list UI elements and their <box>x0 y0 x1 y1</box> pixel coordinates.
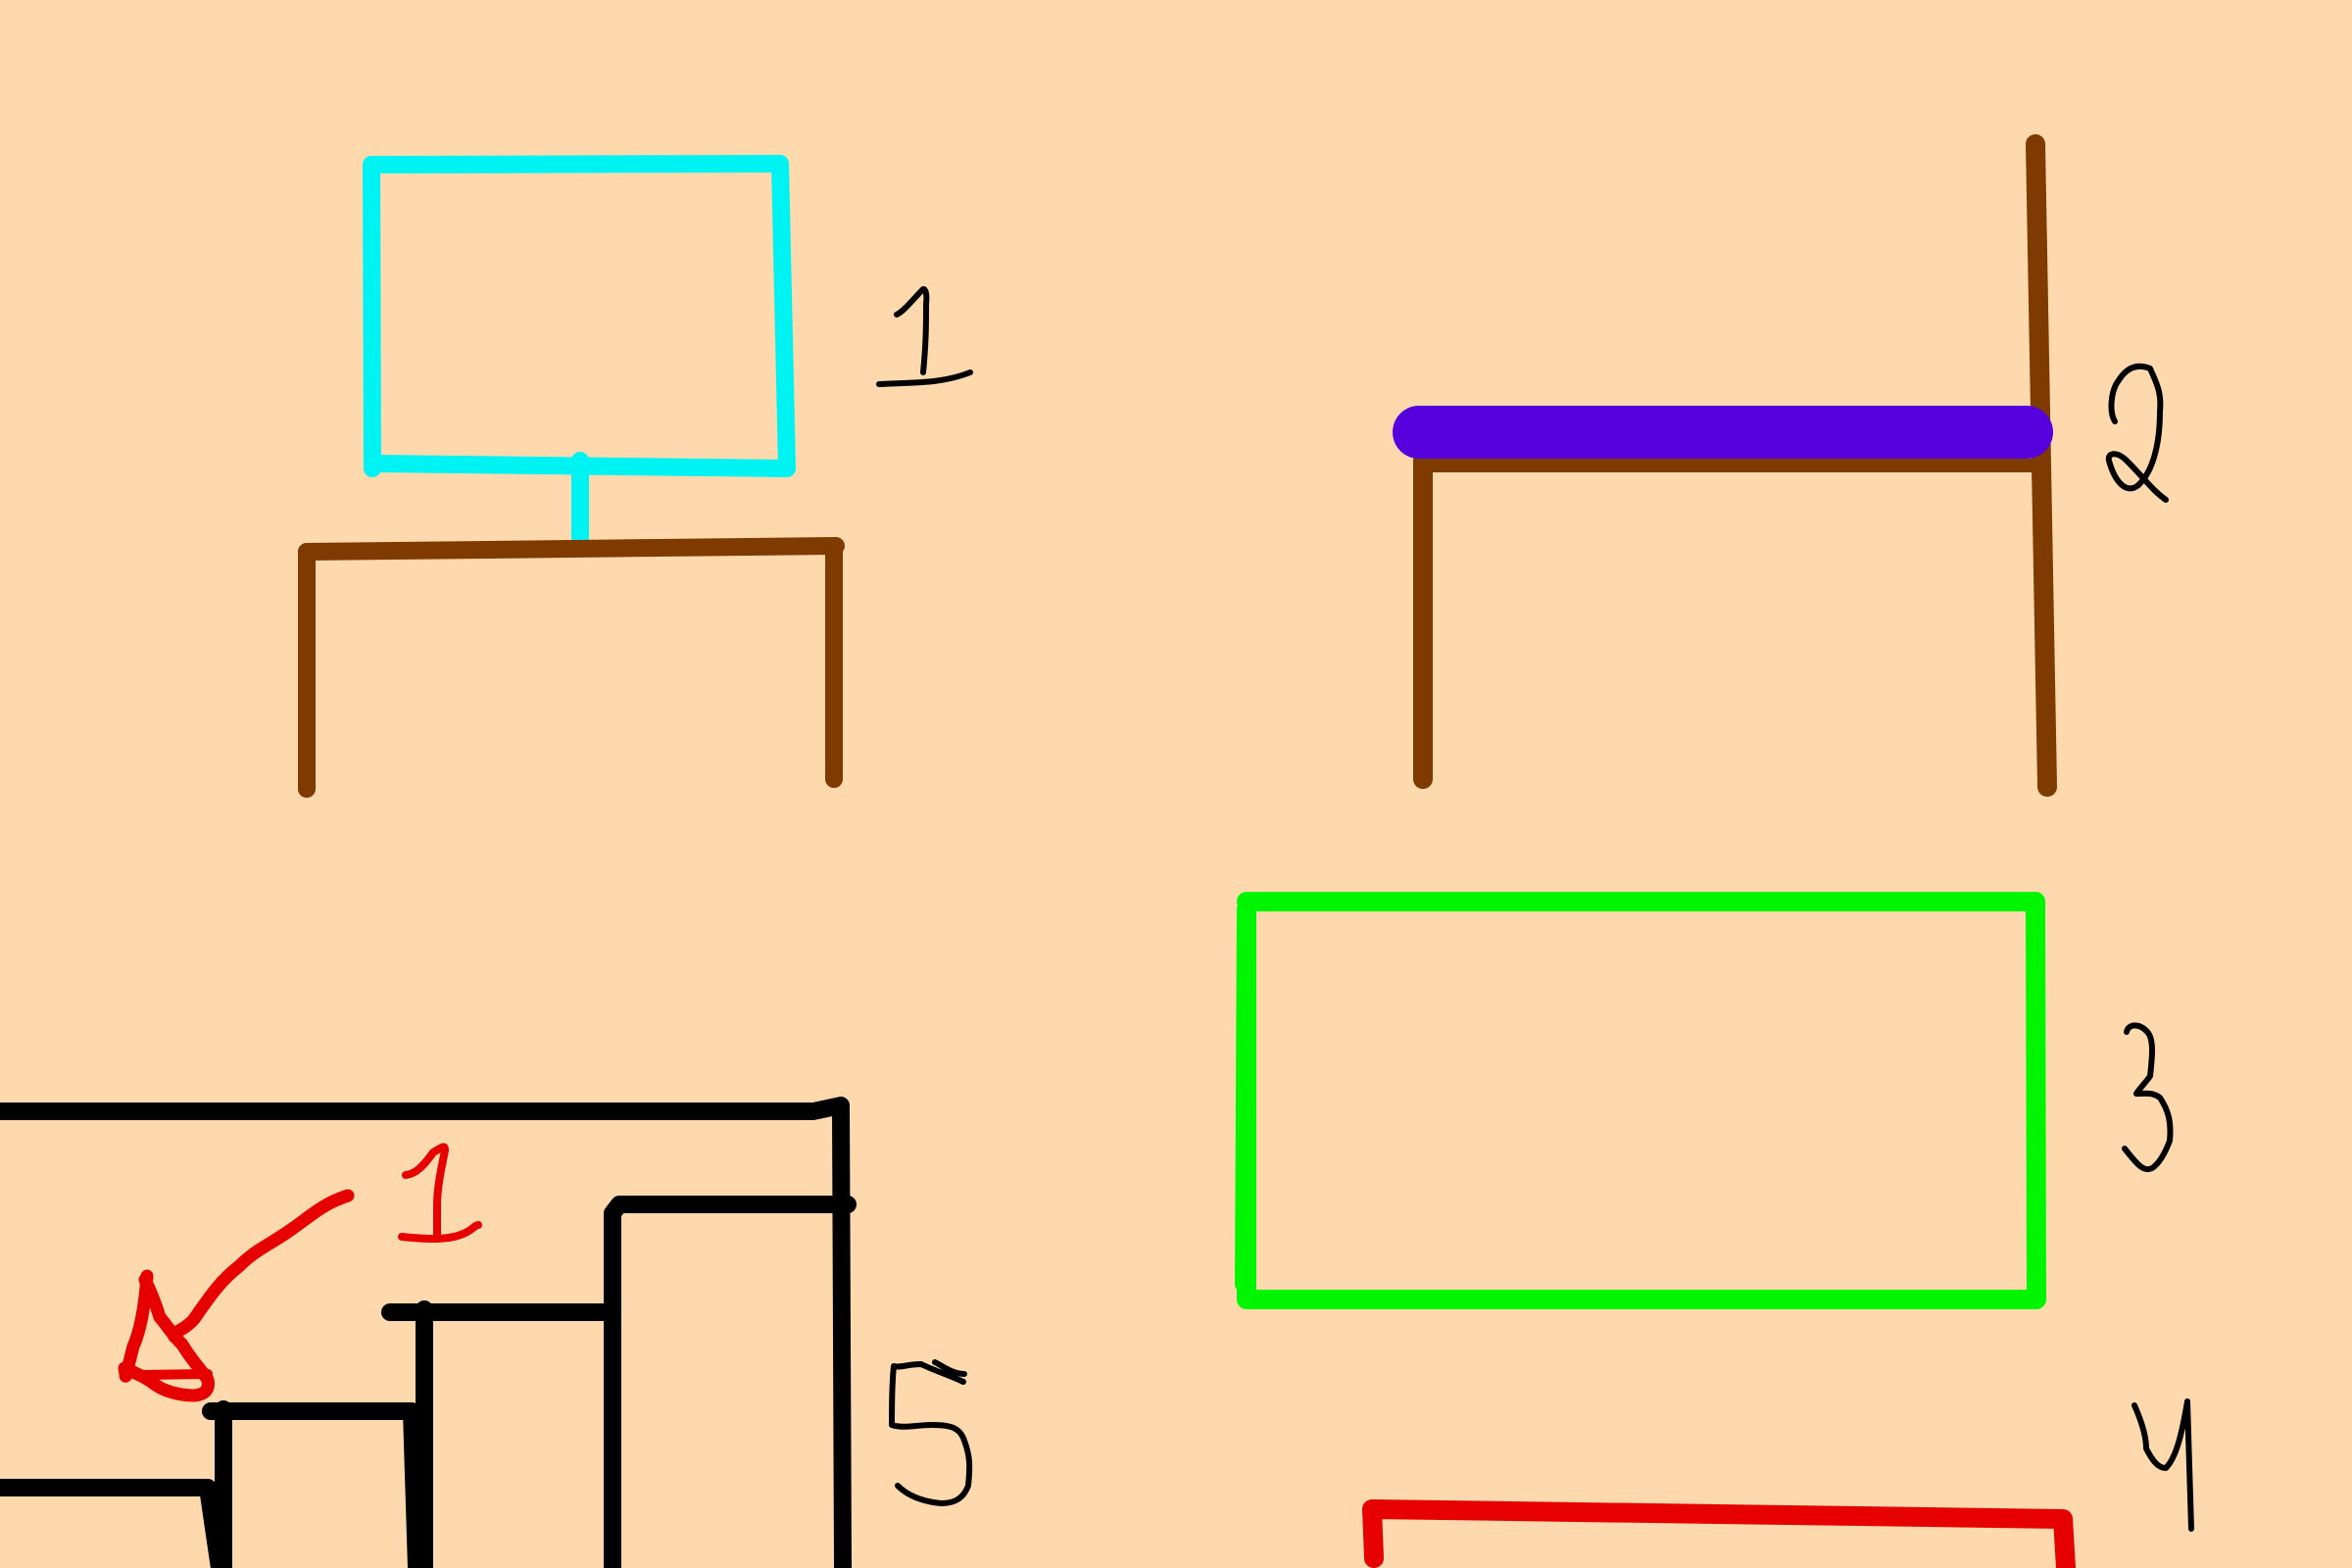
red-arrow-bar <box>137 1369 213 1380</box>
sketch-bench <box>1393 134 2057 797</box>
label-1-glyph <box>876 286 973 387</box>
green-rectangle <box>1235 892 2046 1309</box>
stairs-step-4 <box>604 1196 857 1568</box>
stairs-marker-glyph <box>398 1143 482 1243</box>
label-3-glyph <box>2122 1022 2174 1173</box>
red-arrow-head <box>118 1269 215 1402</box>
red-shape-outline <box>1362 1499 2076 1568</box>
sketch-stairs <box>0 1097 857 1568</box>
red-arrow-shaft <box>168 1189 355 1344</box>
sketch-monitor-on-desk <box>298 155 845 798</box>
handwritten-labels <box>398 286 2194 1532</box>
label-2-glyph <box>2105 363 2169 503</box>
sketch-rectangle <box>1235 892 2046 1309</box>
red-arrow <box>118 1189 355 1402</box>
sketch-red-shape <box>1362 1499 2076 1568</box>
desk-top <box>298 537 845 561</box>
monitor-screen <box>363 155 796 477</box>
stairs-top-line <box>0 1097 852 1568</box>
label-4-glyph <box>2132 1398 2194 1532</box>
stairs-step-1 <box>0 1479 228 1568</box>
stairs-step-2 <box>202 1402 425 1568</box>
label-5-glyph <box>889 1359 973 1506</box>
